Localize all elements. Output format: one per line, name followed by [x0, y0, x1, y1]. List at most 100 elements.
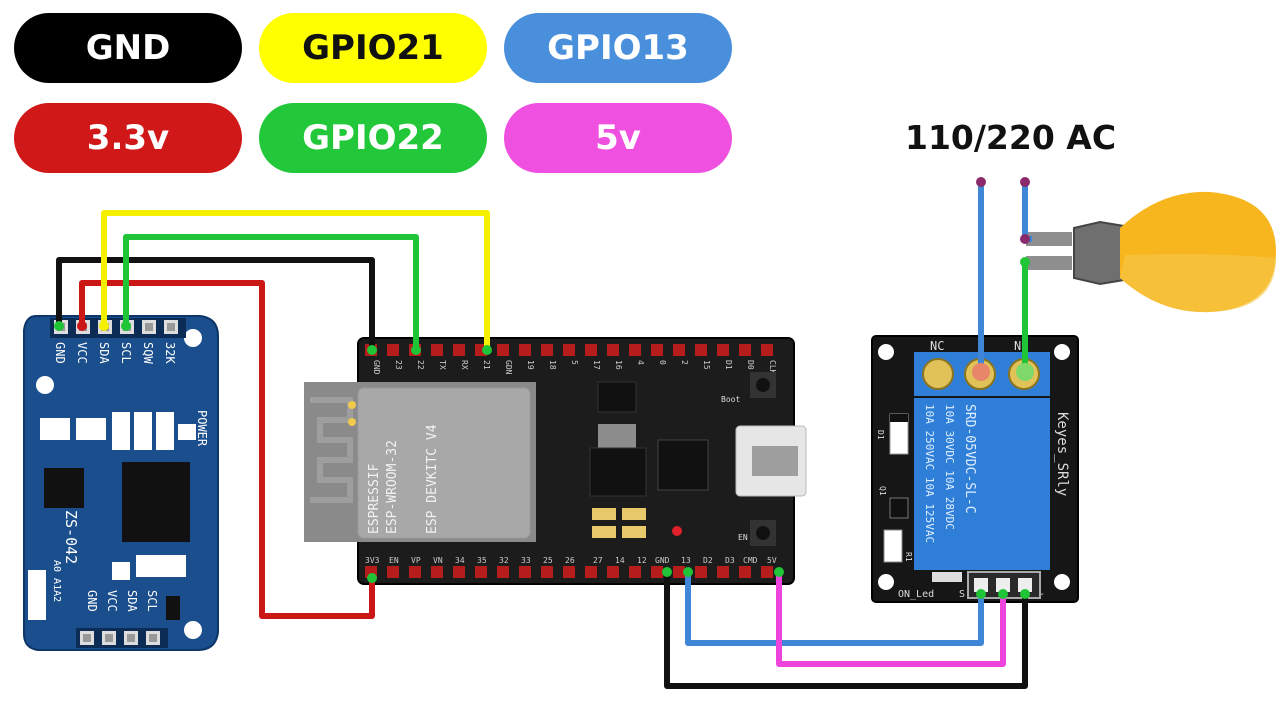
esp32-module-line-1: ESPRESSIF: [367, 463, 382, 534]
rtc-hole-2: [184, 329, 202, 347]
esp32-regulator: [589, 447, 647, 497]
esp-pin-16: 16: [614, 360, 623, 370]
legend-gnd-label: GND: [85, 28, 171, 68]
esp32-cap-2: [622, 508, 646, 520]
bulb-socket: [1073, 220, 1125, 286]
light-bulb: [1026, 191, 1276, 313]
esp32-usb-inner: [752, 446, 798, 476]
wire-gnd-relay: [664, 572, 1028, 689]
esp-pin-tx: TX: [438, 360, 447, 370]
esp-pin-5v: 5V: [767, 556, 777, 565]
rtc-bot-scl: SCL: [145, 590, 159, 612]
rtc-power-led: [178, 424, 196, 440]
rtc-pin-sqw: SQW: [141, 342, 155, 364]
rtc-module: GND VCC SDA SCL SQW 32K POWER ZS-042 A0 …: [23, 315, 219, 651]
relay-pin-s: [974, 578, 988, 592]
relay-d1-label: D1: [876, 430, 885, 440]
esp-pin-21: 21: [482, 360, 491, 370]
esp-pin-gnd-bottom: GND: [655, 556, 670, 565]
esp-pin-26: 26: [565, 556, 575, 565]
esp-pin-rx: RX: [460, 360, 469, 370]
wire-ac-neutral: [1022, 182, 1032, 242]
relay-diode-band: [890, 414, 908, 422]
esp32-en-label: EN: [738, 533, 748, 542]
esp32-boot-label: Boot: [721, 395, 740, 404]
esp-pin-d1: D1: [724, 360, 733, 370]
rtc-pin-gnd: GND: [53, 342, 67, 364]
rtc-hole-1: [36, 376, 54, 394]
wire-gpio13-signal: [685, 572, 984, 646]
rtc-model-label: ZS-042: [62, 510, 80, 564]
rtc-bot-gnd: GND: [85, 590, 99, 612]
legend-3v3: 3.3v: [14, 103, 242, 173]
relay-spec-2: 10A 30VDC 10A 28VDC: [943, 404, 956, 530]
relay-nc-label: NC: [930, 339, 944, 353]
relay-minus-label: -: [1039, 589, 1045, 600]
legend-gnd: GND: [14, 13, 242, 83]
esp-pin-23: 23: [394, 360, 403, 370]
relay-hole-2: [1054, 344, 1070, 360]
rtc-pin-32k: 32K: [163, 342, 177, 364]
legend-gpio21-label: GPIO21: [302, 28, 444, 68]
relay-hole-3: [878, 574, 894, 590]
esp-pin-25: 25: [543, 556, 553, 565]
esp-pin-18: 18: [548, 360, 557, 370]
esp-pin-vn: VN: [433, 556, 443, 565]
esp-pin-19: 19: [526, 360, 535, 370]
relay-led-label: ON_Led: [898, 589, 934, 600]
rtc-pin-vcc: VCC: [75, 342, 89, 364]
esp-pin-d3: D3: [725, 556, 735, 565]
relay-pin-vcc: [996, 578, 1010, 592]
esp-pin-34: 34: [455, 556, 465, 565]
bulb-lead-2: [1026, 256, 1072, 270]
rtc-addr-label: A0 A1A2: [51, 560, 62, 602]
esp32-wroom-shield: [357, 387, 531, 539]
rtc-cap-1: [112, 412, 130, 450]
legend-gpio13-label: GPIO13: [547, 28, 689, 68]
rtc-hole-3: [184, 621, 202, 639]
legend-3v3-label: 3.3v: [86, 118, 170, 158]
esp-pin-d0: D0: [746, 360, 755, 370]
legend-gpio22: GPIO22: [259, 103, 487, 173]
relay-s-label: S: [959, 589, 965, 600]
legend-gpio13: GPIO13: [504, 13, 732, 83]
esp32-cap-1: [592, 508, 616, 520]
legend-gpio22-label: GPIO22: [302, 118, 444, 158]
rtc-bottom-header: [76, 628, 168, 648]
esp32-board: GND 23 22 TX RX 21 GDN 19 18 5 17 16 4 0…: [304, 337, 807, 585]
relay-pin-gnd: [1018, 578, 1032, 592]
esp32-transistor: [597, 381, 637, 413]
rtc-resistor-array-1: [40, 418, 70, 440]
relay-spec-1: 10A 250VAC 10A 125VAC: [923, 404, 936, 543]
esp32-module-line-3: ESP DEVKITC V4: [425, 424, 440, 534]
ac-power-label: 110/220 AC: [905, 118, 1117, 157]
relay-r1-label: R1: [904, 552, 913, 562]
esp32-pad-1: [348, 401, 356, 409]
rtc-smd: [112, 562, 130, 580]
rtc-power-label: POWER: [195, 410, 209, 447]
esp-pin-3v3: 3V3: [365, 556, 380, 565]
wire-gpio22-scl: [123, 234, 419, 350]
esp32-cap-4: [622, 526, 646, 538]
esp-pin-5: 5: [570, 360, 579, 365]
esp32-en-button-cap: [756, 526, 770, 540]
bulb-lead-1: [1026, 232, 1072, 246]
relay-q1-label: Q1: [878, 486, 887, 496]
esp32-usb-uart-chip: [657, 439, 709, 491]
esp-pin-35: 35: [477, 556, 487, 565]
rtc-top-header: [50, 318, 186, 338]
wire-3v3: [79, 280, 375, 619]
relay-transistor: [889, 497, 909, 519]
esp-pin-en: EN: [389, 556, 399, 565]
esp-pin-2: 2: [680, 360, 689, 365]
rtc-ds3231-chip: [122, 462, 190, 542]
esp-pin-17: 17: [592, 360, 601, 370]
esp-pin-13: 13: [681, 556, 691, 565]
legend-5v: 5v: [504, 103, 732, 173]
relay-coil-body: [914, 398, 1050, 570]
esp-pin-vp: VP: [411, 556, 421, 565]
esp-pin-gdn: GDN: [504, 360, 513, 375]
legend-gpio21: GPIO21: [259, 13, 487, 83]
wire-5v-vcc: [776, 572, 1006, 667]
esp-pin-27: 27: [593, 556, 603, 565]
